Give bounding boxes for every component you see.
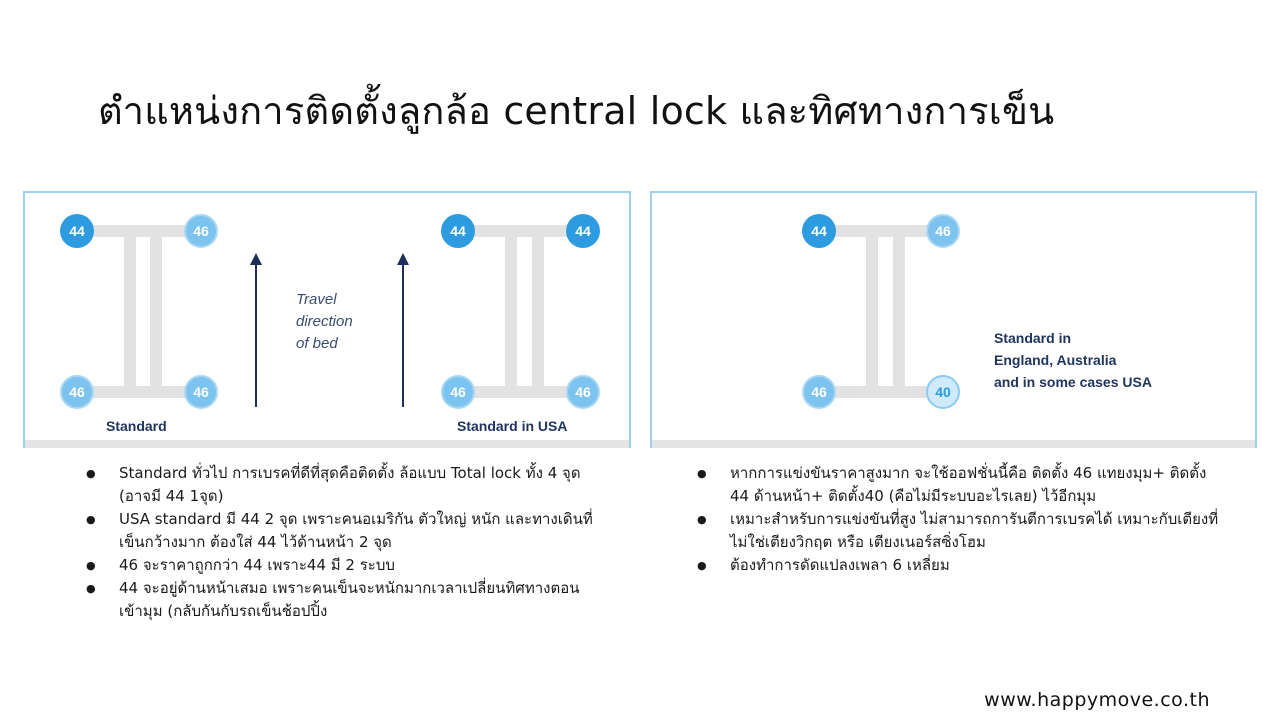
england-label-line-2: England, Australia	[994, 352, 1117, 368]
england-wheel-front-right: 46	[926, 214, 960, 248]
england-label-line-3: and in some cases USA	[994, 374, 1152, 390]
travel-direction-text: Travel direction of bed	[296, 289, 353, 355]
standard-wheel-rear-left: 46	[60, 375, 94, 409]
usa-frame-rail-left	[505, 225, 517, 395]
england-standard-label: Standard in England, Australia and in so…	[994, 327, 1152, 393]
left-note: 44 จะอยู่ด้านหน้าเสมอ เพราะคนเข็นจะหนักม…	[86, 577, 596, 623]
right-note: เหมาะสำหรับการแข่งขันที่สูง ไม่สามารถการ…	[697, 508, 1227, 554]
usa-wheel-front-right: 44	[566, 214, 600, 248]
travel-line-3: of bed	[296, 335, 338, 352]
left-diagram-panel: 44 46 46 46 Standard Travel direction of…	[23, 191, 631, 448]
website-url: www.happymove.co.th	[984, 689, 1210, 711]
standard-wheel-front-right: 46	[184, 214, 218, 248]
england-frame-top	[819, 225, 943, 237]
england-frame-rail-left	[866, 225, 878, 395]
travel-line-1: Travel	[296, 291, 337, 308]
england-label-line-1: Standard in	[994, 330, 1072, 346]
usa-frame-top	[458, 225, 583, 237]
usa-wheel-rear-left: 46	[441, 375, 475, 409]
england-wheel-rear-right: 40	[926, 375, 960, 409]
right-note: ต้องทำการดัดแปลงเพลา 6 เหลี่ยม	[697, 554, 1227, 577]
right-note: หากการแข่งขันราคาสูงมาก จะใช้ออฟชั่นนี้ค…	[697, 462, 1227, 508]
standard-frame-rail-left	[124, 225, 136, 395]
usa-label: Standard in USA	[457, 418, 568, 434]
standard-frame-rail-right	[150, 225, 162, 395]
travel-arrow-right-icon	[397, 253, 409, 407]
england-wheel-front-left: 44	[802, 214, 836, 248]
usa-frame-bottom	[458, 386, 583, 398]
england-frame-bottom	[819, 386, 943, 398]
right-diagram-panel: 44 46 46 40 Standard in England, Austral…	[650, 191, 1257, 448]
standard-frame-bottom	[77, 386, 201, 398]
standard-frame-top	[77, 225, 201, 237]
standard-wheel-front-left: 44	[60, 214, 94, 248]
right-notes-list: หากการแข่งขันราคาสูงมาก จะใช้ออฟชั่นนี้ค…	[697, 462, 1227, 577]
standard-wheel-rear-right: 46	[184, 375, 218, 409]
travel-arrow-left-icon	[250, 253, 262, 407]
usa-wheel-front-left: 44	[441, 214, 475, 248]
page-title: ตำแหน่งการติดตั้งลูกล้อ central lock และ…	[98, 89, 1055, 133]
usa-frame-rail-right	[532, 225, 544, 395]
left-note: USA standard มี 44 2 จุด เพราะคนอเมริกัน…	[86, 508, 596, 554]
england-wheel-rear-left: 46	[802, 375, 836, 409]
standard-label: Standard	[106, 418, 167, 434]
england-frame-rail-right	[893, 225, 905, 395]
left-notes-list: Standard ทั่วไป การเบรคที่ดีที่สุดคือติด…	[86, 462, 596, 623]
left-note: 46 จะราคาถูกกว่า 44 เพราะ44 มี 2 ระบบ	[86, 554, 596, 577]
left-note: Standard ทั่วไป การเบรคที่ดีที่สุดคือติด…	[86, 462, 596, 508]
usa-wheel-rear-right: 46	[566, 375, 600, 409]
travel-line-2: direction	[296, 313, 353, 330]
